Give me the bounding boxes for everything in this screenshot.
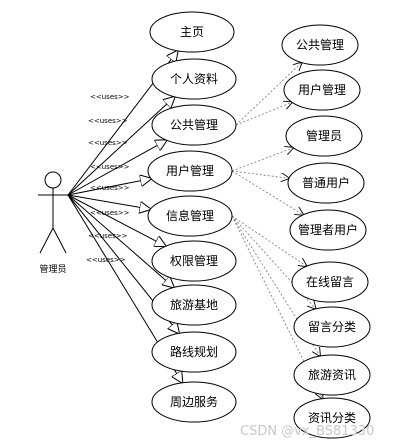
use-case-public[interactable]: 公共管理 — [151, 104, 237, 146]
uses-label-around: <<uses>> — [86, 256, 126, 264]
sub-case-normal-user[interactable]: 普通用户 — [287, 162, 365, 204]
use-case-ellipse — [149, 11, 235, 53]
sub-case-ellipse — [287, 162, 365, 204]
association-user — [67, 179, 151, 196]
uses-label-public: <<uses>> — [88, 117, 128, 125]
sub-case-label: 管理者用户 — [298, 222, 358, 237]
actor-admin: 管理员 — [38, 171, 68, 275]
use-case-ellipse — [147, 195, 233, 237]
sub-case-news-cat[interactable]: 资讯分类 — [293, 397, 371, 439]
association-info — [67, 194, 151, 209]
association-perm — [67, 194, 166, 246]
uses-label-tour: <<uses>> — [90, 209, 130, 217]
use-case-route[interactable]: 路线规划 — [151, 331, 237, 373]
use-case-label: 信息管理 — [166, 208, 214, 223]
actor-label: 管理员 — [39, 263, 66, 275]
sub-case-label: 留言分类 — [308, 320, 356, 334]
actor-leg-right — [52, 227, 67, 254]
sub-case-manager-user[interactable]: 管理者用户 — [289, 209, 367, 251]
sub-case-ellipse — [281, 24, 359, 66]
association-tour — [67, 194, 174, 287]
sub-case-ellipse — [289, 209, 367, 251]
sub-case-label: 旅游资讯 — [308, 368, 356, 382]
use-case-label: 路线规划 — [170, 344, 218, 359]
dependency-online-msg — [231, 215, 307, 266]
actor-head — [44, 171, 62, 189]
sub-case-label: 用户管理 — [298, 82, 346, 97]
sub-case-pub-mgmt[interactable]: 公共管理 — [281, 24, 359, 66]
use-case-label: 公共管理 — [170, 117, 218, 132]
dependency-manager-user — [231, 170, 303, 215]
use-case-ellipse — [151, 381, 237, 423]
sub-case-label: 普通用户 — [302, 175, 350, 190]
sub-case-tour-news[interactable]: 旅游资讯 — [293, 354, 371, 396]
use-case-user[interactable]: 用户管理 — [147, 150, 233, 192]
watermark: CSDN @vx_BS81330 — [240, 424, 375, 439]
uses-label-user: <<uses>> — [88, 139, 128, 147]
uses-labels: <<uses>> <<uses>> <<uses>> <<uses>> <<uses>>… — [86, 93, 130, 264]
use-case-label: 旅游基地 — [170, 298, 218, 312]
use-case-home[interactable]: 主页 — [149, 11, 235, 53]
sub-case-label: 公共管理 — [296, 37, 344, 52]
use-case-label: 主页 — [180, 25, 204, 39]
use-case-profile[interactable]: 个人资料 — [151, 58, 237, 100]
sub-case-ellipse — [291, 261, 369, 303]
sub-case-online-msg[interactable]: 在线留言 — [291, 261, 369, 303]
use-case-perm[interactable]: 权限管理 — [151, 240, 237, 282]
sub-case-user-mgmt[interactable]: 用户管理 — [283, 69, 361, 111]
uses-label-profile: <<uses>> — [90, 93, 130, 101]
use-case-label: 周边服务 — [170, 394, 218, 409]
sub-case-ellipse — [285, 115, 363, 157]
dependency-admin — [231, 148, 293, 172]
sub-case-ellipse — [293, 306, 371, 348]
use-case-info[interactable]: 信息管理 — [147, 195, 233, 237]
use-case-label: 个人资料 — [170, 72, 218, 86]
sub-case-msg-cat[interactable]: 留言分类 — [293, 306, 371, 348]
uses-label-perm: <<uses>> — [90, 184, 130, 192]
dependency-normal-user — [231, 170, 289, 178]
sub-case-ellipse — [283, 69, 361, 111]
uses-label-route: <<uses>> — [88, 232, 128, 240]
use-case-ellipse — [151, 240, 237, 282]
use-case-ellipse — [151, 104, 237, 146]
use-case-ellipse — [151, 284, 237, 326]
dependency-pub-mgmt — [235, 63, 302, 126]
use-case-ellipse — [151, 331, 237, 373]
association-profile — [67, 97, 175, 196]
use-case-around[interactable]: 周边服务 — [151, 381, 237, 423]
sub-case-ellipse — [293, 397, 371, 439]
use-case-tour[interactable]: 旅游基地 — [151, 284, 237, 326]
association-public — [67, 140, 167, 196]
uses-label-info: <<uses>> — [90, 163, 130, 171]
use-case-ellipse — [151, 58, 237, 100]
dependency-user-mgmt — [235, 102, 292, 126]
sub-case-ellipse — [293, 354, 371, 396]
sub-case-label: 管理员 — [306, 128, 342, 143]
use-case-ellipse — [147, 150, 233, 192]
actor-leg-left — [39, 227, 54, 254]
sub-case-admin[interactable]: 管理员 — [285, 115, 363, 157]
use-case-label: 用户管理 — [166, 163, 214, 178]
sub-case-label: 资讯分类 — [308, 411, 356, 425]
use-case-label: 权限管理 — [170, 253, 218, 268]
sub-case-label: 在线留言 — [306, 275, 354, 289]
